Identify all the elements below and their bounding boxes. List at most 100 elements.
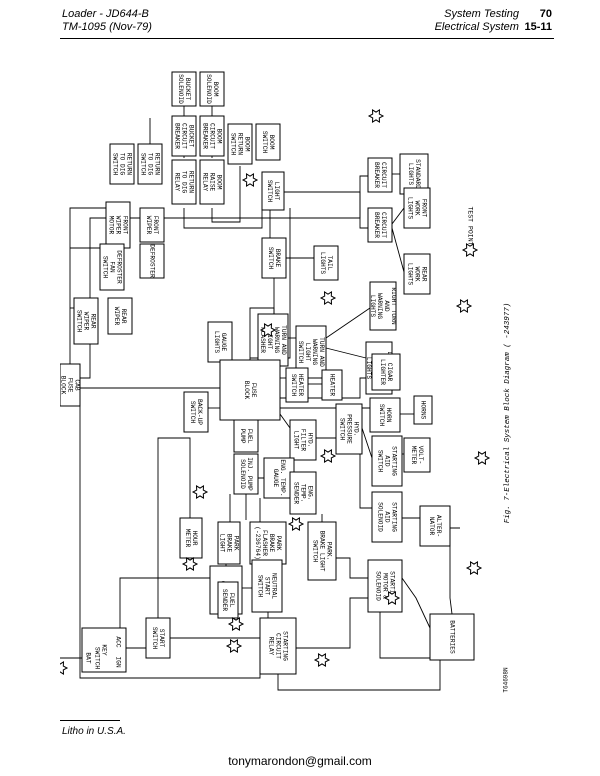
component-label: MOTOR & (382, 573, 389, 599)
component-label: NATOR (428, 517, 435, 536)
component-label: RETURN (188, 171, 195, 194)
component-label: SOLENOID (239, 459, 246, 489)
footer-email: tonymarondon@gmail.com (228, 754, 372, 768)
component-label: BOOM (216, 175, 223, 190)
component-label: CIRCUIT (380, 162, 387, 188)
component-label: BUCKET (184, 78, 191, 101)
wire (379, 612, 430, 659)
component-label: STARTING (389, 571, 396, 601)
component-label: LIGHTS (319, 252, 326, 275)
component-label: RELAY (268, 637, 275, 656)
eng-temp-sender: ENG.TEMP.SENDER (289, 471, 317, 515)
component-label: SWITCH (312, 540, 319, 563)
test-point-icon (313, 652, 331, 668)
test-point-icon (461, 242, 479, 258)
manual-title: Loader - JD644-B (62, 8, 149, 20)
wire (284, 191, 368, 229)
wire (449, 546, 453, 615)
component-label: SWITCH (230, 133, 237, 156)
component-label: START (158, 629, 165, 648)
component-label: STARTING (391, 446, 398, 476)
component-label: ENG. TEMP. (279, 459, 286, 496)
key-switch-acc: ACC (115, 636, 122, 647)
component-label: SWITCH (257, 575, 264, 598)
component-label: FILTER (300, 429, 307, 452)
component-label: BLOCK (60, 376, 67, 395)
page-number: 70 (539, 8, 552, 20)
component-label: SWITCH (261, 131, 268, 154)
component-label: TURN AND (318, 337, 325, 367)
component-label: RETURN (126, 153, 133, 176)
component-label: SOLENOID (375, 571, 382, 601)
component-label: WIPER (113, 307, 120, 326)
test-point-icon (383, 590, 401, 606)
section-page: 15-11 (524, 21, 552, 33)
component-label: CAB (74, 379, 81, 390)
component-label: HEATER (329, 374, 336, 397)
component-label: SWITCH (189, 401, 196, 424)
component-label: CIRCUIT (209, 123, 216, 149)
component-label: SWITCH (112, 153, 119, 176)
wire (183, 208, 263, 229)
component-label: FLASHER (259, 327, 266, 353)
component-label: TO DIG (147, 153, 154, 176)
test-point-icon (287, 516, 305, 532)
key-switch-label: KEY (101, 644, 108, 655)
component-label: STARTING (391, 502, 398, 532)
test-point-icon (367, 108, 385, 124)
component-label: TAIL (326, 256, 333, 271)
wire (184, 437, 191, 518)
component-label: SWITCH (297, 341, 304, 364)
component-label: WIPER (83, 312, 90, 331)
figure-caption: Fig. 7-Electrical System Block Diagram (… (504, 303, 512, 524)
section-title: System Testing (444, 8, 519, 20)
test-point-icon (473, 450, 491, 466)
block-diagram: BUCKET SOLENOID BOOM SOLENOID BUCKETCIRCUITB… (60, 71, 512, 693)
wire (325, 347, 367, 359)
component-label: BREAKER (373, 162, 380, 188)
component-label: WARNING (273, 327, 280, 353)
component-label: HORNS (420, 401, 427, 420)
horns: HORNS (413, 395, 433, 425)
component-label: HOUR (191, 531, 198, 546)
component-label: LIGHTS (365, 357, 372, 380)
alternator: ALTER-NATOR (419, 505, 451, 547)
component-label: NEUTRAL (271, 573, 278, 599)
test-point-icon (241, 172, 259, 188)
component-label: BATTERIES (449, 620, 456, 654)
component-label: RAISE (209, 173, 216, 192)
component-label: LIGHT (219, 534, 226, 553)
component-label: SWITCH (266, 180, 273, 203)
component-label: TO DIG (181, 171, 188, 194)
component-label: BREAKER (373, 212, 380, 238)
component-label: WIPER (145, 216, 152, 235)
wire (391, 207, 405, 225)
component-label: CIGAR (386, 363, 393, 382)
component-label: FUSE (250, 383, 257, 398)
component-label: SENDER (293, 482, 300, 505)
component-label: BRAKE (274, 249, 281, 268)
component-label: TO DIG (119, 153, 126, 176)
component-label: BRAKE (268, 534, 275, 553)
component-label: SOLENOID (205, 74, 212, 104)
component-label: SENDER (221, 589, 228, 612)
subsection-title: Electrical System (434, 21, 519, 33)
component-label: SWITCH (102, 256, 109, 279)
wire (277, 660, 441, 691)
component-label: LIGHT (266, 331, 273, 350)
